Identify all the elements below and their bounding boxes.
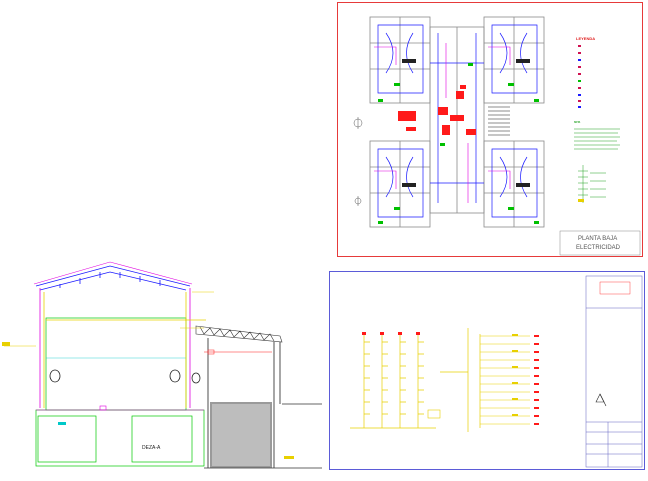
- notes-block: [574, 128, 620, 150]
- legend-title: LEYENDA: [576, 36, 596, 41]
- circuit-runs: [377, 24, 538, 218]
- roof-finish: [33, 261, 193, 285]
- drawing-title-line-1: PLANTA BAJA: [578, 236, 618, 242]
- annotation-leaders: [4, 291, 214, 347]
- annotation-tag-2: [284, 456, 294, 459]
- conduits: [43, 292, 206, 408]
- wall-lamp-icon: [49, 369, 201, 384]
- notes-title: NOTA: [574, 122, 581, 124]
- roof-truss: [35, 265, 191, 291]
- interior-frame: [45, 317, 187, 411]
- single-line-diagram-sheet: [329, 271, 645, 470]
- annex-trim: [36, 405, 204, 411]
- left-risers: [350, 334, 436, 429]
- title-block: [585, 275, 643, 468]
- distribution-bus: [440, 328, 481, 432]
- riser-diagram: [578, 165, 606, 203]
- branch-circuits: [480, 335, 530, 425]
- north-arrow-icon-2: [354, 196, 362, 206]
- canopy-truss: [195, 325, 283, 343]
- floor-plan-drawing: [353, 16, 641, 256]
- canopy-posts: [207, 338, 281, 468]
- single-line-drawing: [350, 275, 643, 468]
- annotation-tag: [2, 342, 10, 346]
- drawing-title-line-2: ELECTRICIDAD: [576, 245, 621, 251]
- branch-breakers: [534, 335, 539, 425]
- annotation-tag-3: [58, 422, 66, 425]
- meter-box: [427, 409, 441, 419]
- panel-devices: [398, 85, 476, 135]
- electrical-floor-plan-sheet: LEYENDA NOTA PLANTA BAJA ELECTRICIDAD: [337, 2, 643, 257]
- annex-walls: [35, 409, 205, 467]
- section-label: DEZA-A: [142, 445, 161, 451]
- building-walls: [369, 16, 545, 228]
- company-logo-icon: [595, 393, 607, 407]
- legend-symbols: [578, 45, 581, 108]
- north-arrow-icon: [353, 117, 363, 129]
- roller-door: [210, 402, 272, 468]
- revision-table: [599, 281, 631, 295]
- room-tags: [402, 59, 530, 187]
- circuit-tags: [512, 334, 518, 416]
- riser-breakers: [362, 332, 420, 335]
- outlet-runs: [374, 43, 511, 203]
- section-drawing: [2, 261, 322, 469]
- building-section-sheet: DEZA-A: [0, 258, 325, 480]
- light-fixtures: [378, 63, 539, 224]
- columns: [39, 288, 191, 408]
- ground-line: [204, 403, 322, 469]
